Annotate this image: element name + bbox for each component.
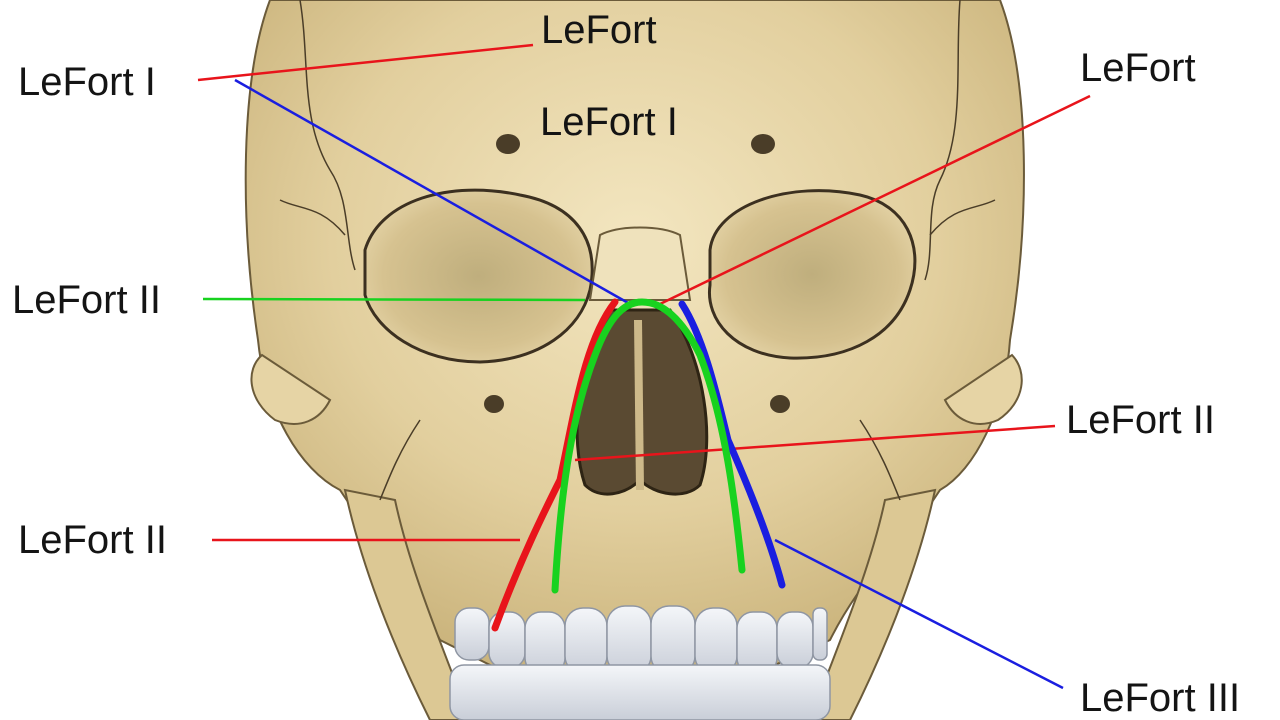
leader-top-right-red <box>659 94 1091 306</box>
left-supraorbital-foramen <box>496 134 520 154</box>
right-mandible <box>808 488 937 720</box>
green-fracture-curve <box>551 298 746 594</box>
leader-mid-left-green <box>202 297 586 302</box>
skull-sutures <box>279 0 996 501</box>
right-supraorbital-foramen <box>751 134 775 154</box>
leader-bottom-right-blue <box>774 538 1064 690</box>
label-lower-left: LeFort II <box>18 518 167 562</box>
label-bottom-right: LeFort III <box>1080 676 1241 720</box>
label-top-right: LeFort <box>1080 46 1196 90</box>
label-top-center: LeFort <box>541 8 657 52</box>
leader-mid-right-red <box>574 424 1056 462</box>
blue-fracture-curve <box>678 300 786 589</box>
leader-top-left-red <box>197 43 534 82</box>
teeth <box>449 605 831 720</box>
leader-top-left-blue <box>234 78 631 306</box>
label-forehead: LeFort I <box>540 100 678 144</box>
label-top-left: LeFort I <box>18 60 156 104</box>
nasal-bones <box>588 226 692 301</box>
right-zygoma <box>943 353 1023 425</box>
red-fracture-curve <box>491 298 619 632</box>
left-zygoma <box>250 353 332 425</box>
left-orbit <box>363 188 594 364</box>
right-infraorbital-foramen <box>770 395 790 413</box>
left-mandible <box>343 488 472 720</box>
left-infraorbital-foramen <box>484 395 504 413</box>
lefort-fracture-lines <box>197 43 1091 690</box>
nasal-septum <box>634 319 644 491</box>
label-mid-left: LeFort II <box>12 278 161 322</box>
right-orbit <box>707 189 917 360</box>
label-mid-right: LeFort II <box>1066 398 1215 442</box>
